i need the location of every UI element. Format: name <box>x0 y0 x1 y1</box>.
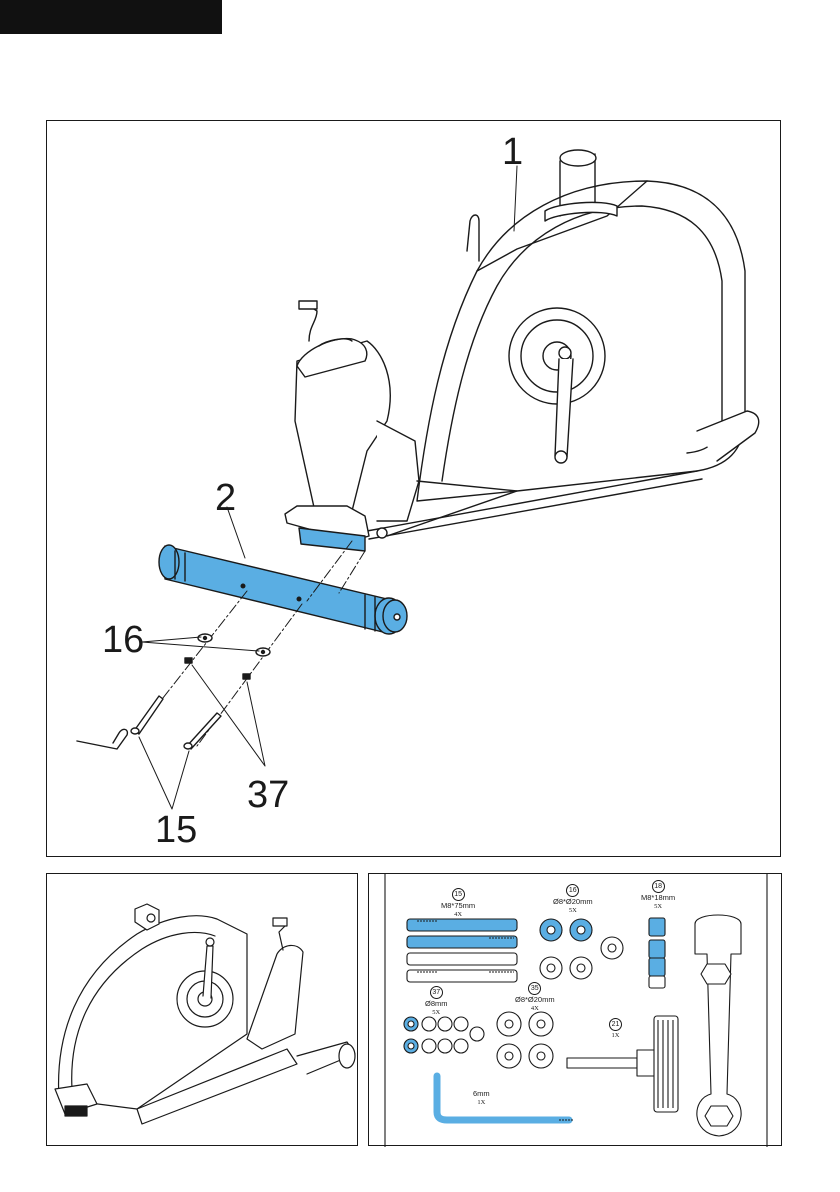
allen-key <box>437 1076 569 1120</box>
hardware-panel: 15 M8*75mm 4X 16 Ø8*Ø20mm 5X 18 M8*18mm … <box>368 873 782 1146</box>
allen-key <box>77 729 127 749</box>
knob <box>567 1016 678 1112</box>
nut <box>243 674 250 679</box>
arc-washer-set <box>540 919 623 979</box>
screw-set <box>649 918 665 988</box>
callout-washer: 16 <box>102 621 144 659</box>
bolt-set <box>407 919 517 982</box>
label-nut: 37 Ø8mm 5X <box>425 986 448 1016</box>
overview-drawing <box>47 874 359 1147</box>
label-arc-washer: 16 Ø8*Ø20mm 5X <box>553 884 593 914</box>
nut-set <box>404 1017 484 1053</box>
callout-stabilizer: 2 <box>215 479 236 517</box>
label-allen-key: 6mm 1X <box>473 1090 490 1106</box>
callout-nut: 37 <box>247 776 289 814</box>
nut <box>185 658 192 663</box>
flat-washer-set <box>497 1012 553 1068</box>
label-flat-washer: 35 Ø8*Ø20mm 4X <box>515 982 555 1012</box>
callout-frame: 1 <box>502 133 523 171</box>
front-stabilizer-tube <box>159 545 407 634</box>
cable <box>309 307 317 341</box>
long-bolt <box>184 713 221 749</box>
label-screw: 18 M8*18mm 5X <box>641 880 675 910</box>
label-bolt: 15 M8*75mm 4X <box>441 888 475 918</box>
long-bolt <box>131 696 163 734</box>
wrench <box>695 915 741 1136</box>
label-knob: 21 1X <box>609 1018 622 1039</box>
main-assembly-panel: 1 2 16 37 15 <box>46 120 781 857</box>
overview-panel <box>46 873 358 1146</box>
callout-bolt: 15 <box>155 811 197 849</box>
section-header-bar <box>0 0 222 34</box>
assembly-drawing <box>47 121 782 858</box>
